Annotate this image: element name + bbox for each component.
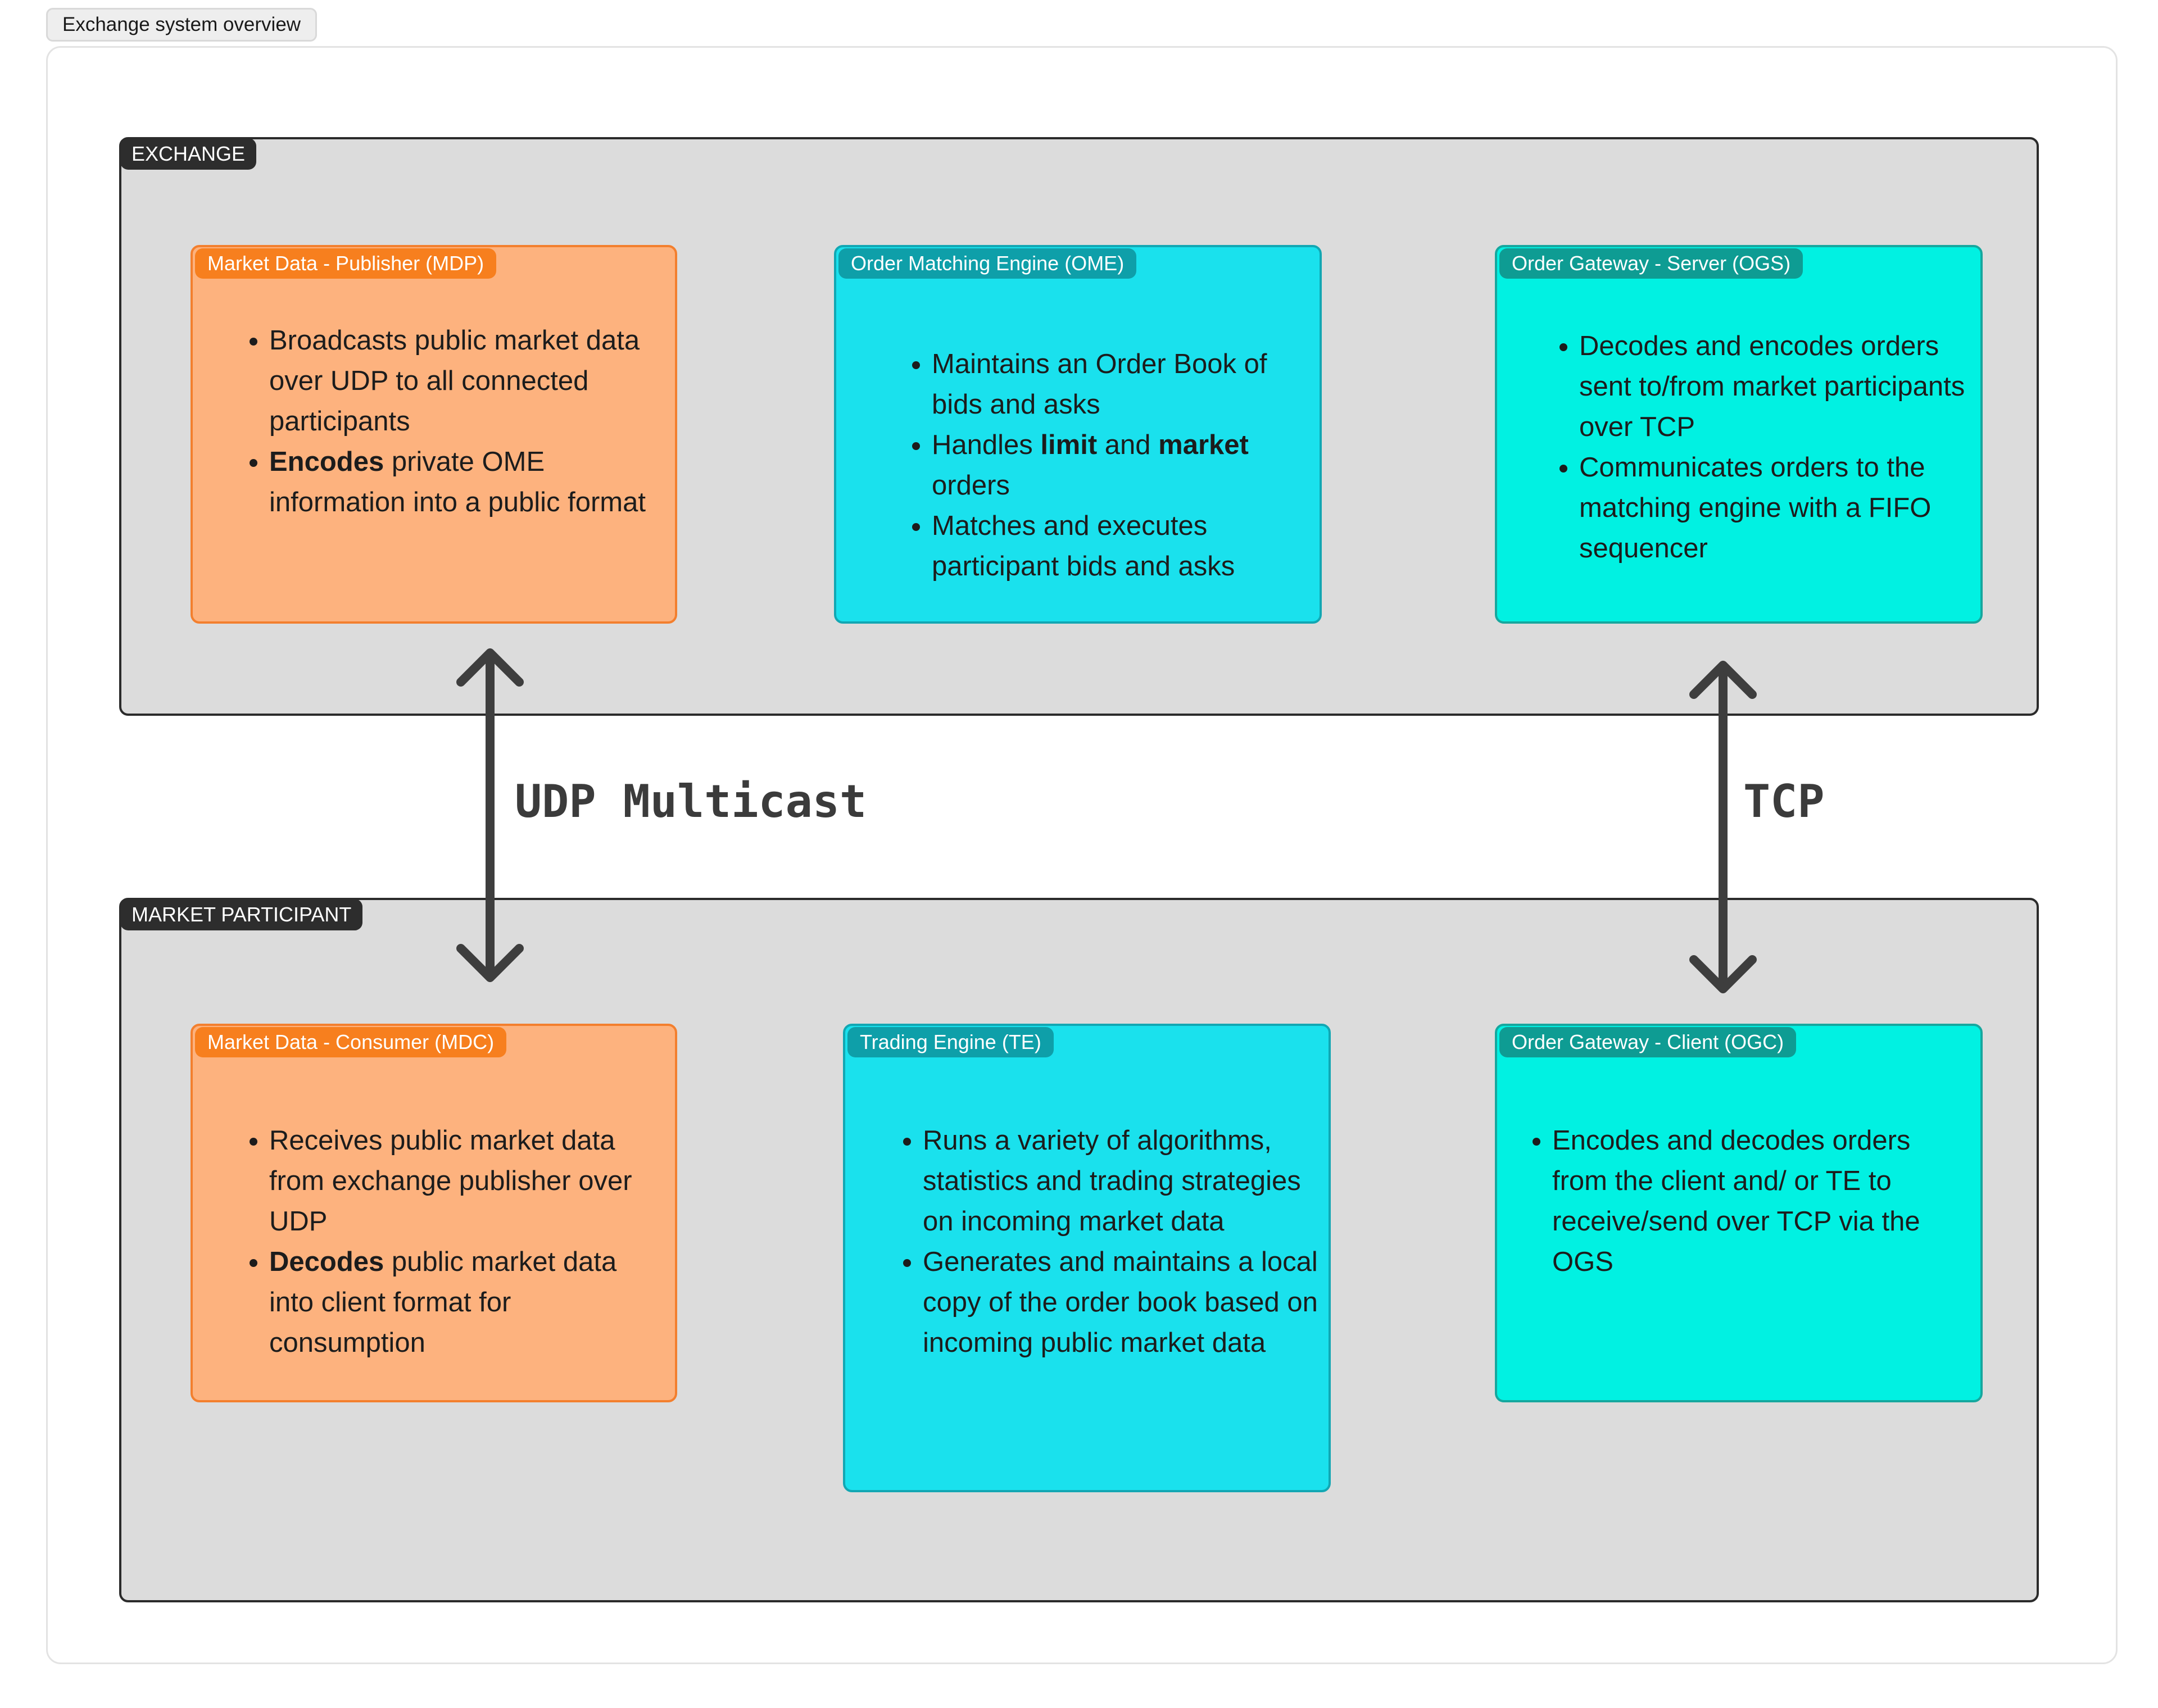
bold-text: limit bbox=[1040, 430, 1098, 460]
bullet-text: Handles bbox=[932, 430, 1041, 460]
mdp-label: Market Data - Publisher (MDP) bbox=[195, 248, 497, 279]
udp-multicast-label: UDP Multicast bbox=[515, 775, 867, 828]
bullet-item: Runs a variety of algorithms, statistics… bbox=[923, 1120, 1327, 1242]
bullet-text: Receives public market data from exchang… bbox=[269, 1125, 632, 1237]
bullet-item: Broadcasts public market data over UDP t… bbox=[269, 320, 657, 442]
bullet-text: Matches and executes participant bids an… bbox=[932, 511, 1235, 582]
bullet-text: and bbox=[1097, 430, 1159, 460]
frame-title: Exchange system overview bbox=[46, 8, 318, 42]
ogc-label: Order Gateway - Client (OGC) bbox=[1499, 1027, 1797, 1057]
bullet-text: Encodes and decodes orders from the clie… bbox=[1552, 1125, 1920, 1277]
bold-text: Decodes bbox=[269, 1247, 384, 1277]
te-box: Trading Engine (TE) Runs a variety of al… bbox=[843, 1024, 1331, 1492]
mdc-bullets: Receives public market data from exchang… bbox=[241, 1120, 668, 1363]
bullet-item: Communicates orders to the matching engi… bbox=[1579, 447, 1984, 569]
exchange-section-label: EXCHANGE bbox=[120, 138, 257, 170]
bullet-text: Generates and maintains a local copy of … bbox=[923, 1247, 1318, 1358]
bullet-item: Encodes private OME information into a p… bbox=[269, 442, 657, 523]
tcp-arrow bbox=[1689, 661, 1757, 993]
bullet-item: Handles limit and market orders bbox=[932, 425, 1314, 506]
bullet-item: Decodes public market data into client f… bbox=[269, 1242, 668, 1363]
bullet-text: Communicates orders to the matching engi… bbox=[1579, 452, 1932, 564]
mdc-box: Market Data - Consumer (MDC) Receives pu… bbox=[191, 1024, 677, 1402]
mdp-bullets: Broadcasts public market data over UDP t… bbox=[241, 320, 657, 523]
bullet-item: Generates and maintains a local copy of … bbox=[923, 1242, 1327, 1363]
ome-bullets: Maintains an Order Book of bids and asks… bbox=[904, 344, 1314, 587]
ogc-box: Order Gateway - Client (OGC) Encodes and… bbox=[1495, 1024, 1983, 1402]
bullet-item: Encodes and decodes orders from the clie… bbox=[1552, 1120, 1934, 1282]
udp-multicast-arrow bbox=[456, 648, 524, 982]
bullet-text: orders bbox=[932, 470, 1010, 501]
bullet-text: Broadcasts public market data over UDP t… bbox=[269, 325, 640, 437]
ogs-box: Order Gateway - Server (OGS) Decodes and… bbox=[1495, 245, 1983, 624]
market-participant-section-label: MARKET PARTICIPANT bbox=[120, 899, 363, 930]
tcp-label: TCP bbox=[1743, 775, 1825, 828]
bullet-text: Maintains an Order Book of bids and asks bbox=[932, 349, 1267, 420]
bold-text: market bbox=[1158, 430, 1249, 460]
te-label: Trading Engine (TE) bbox=[847, 1027, 1054, 1057]
bullet-item: Receives public market data from exchang… bbox=[269, 1120, 668, 1242]
mdc-label: Market Data - Consumer (MDC) bbox=[195, 1027, 507, 1057]
ogs-label: Order Gateway - Server (OGS) bbox=[1499, 248, 1803, 279]
mdp-box: Market Data - Publisher (MDP) Broadcasts… bbox=[191, 245, 677, 624]
bullet-item: Maintains an Order Book of bids and asks bbox=[932, 344, 1314, 425]
ome-label: Order Matching Engine (OME) bbox=[838, 248, 1137, 279]
ome-box: Order Matching Engine (OME) Maintains an… bbox=[834, 245, 1322, 624]
ogc-bullets: Encodes and decodes orders from the clie… bbox=[1524, 1120, 1934, 1282]
bold-text: Encodes bbox=[269, 447, 384, 477]
bullet-item: Matches and executes participant bids an… bbox=[932, 506, 1314, 587]
bullet-text: Decodes and encodes orders sent to/from … bbox=[1579, 331, 1965, 442]
ogs-bullets: Decodes and encodes orders sent to/from … bbox=[1551, 326, 1984, 569]
bullet-text: private OME information into a public fo… bbox=[269, 447, 646, 517]
bullet-item: Decodes and encodes orders sent to/from … bbox=[1579, 326, 1984, 447]
bullet-text: public market data into client format fo… bbox=[269, 1247, 617, 1358]
bullet-text: Runs a variety of algorithms, statistics… bbox=[923, 1125, 1301, 1237]
te-bullets: Runs a variety of algorithms, statistics… bbox=[895, 1120, 1327, 1363]
